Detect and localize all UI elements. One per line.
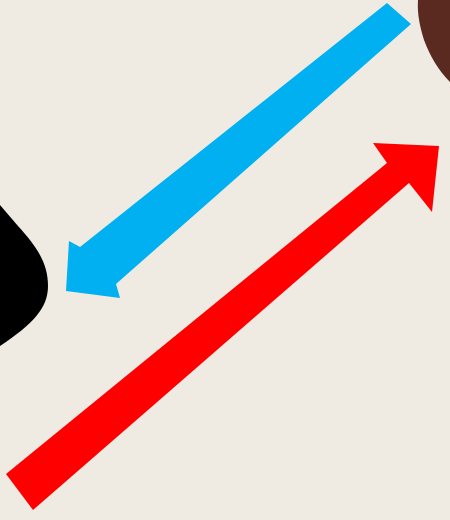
brown-shape-partial [418, 0, 450, 82]
blue-arrow [66, 3, 411, 298]
red-arrow [6, 143, 439, 510]
black-shape-partial [0, 205, 48, 346]
